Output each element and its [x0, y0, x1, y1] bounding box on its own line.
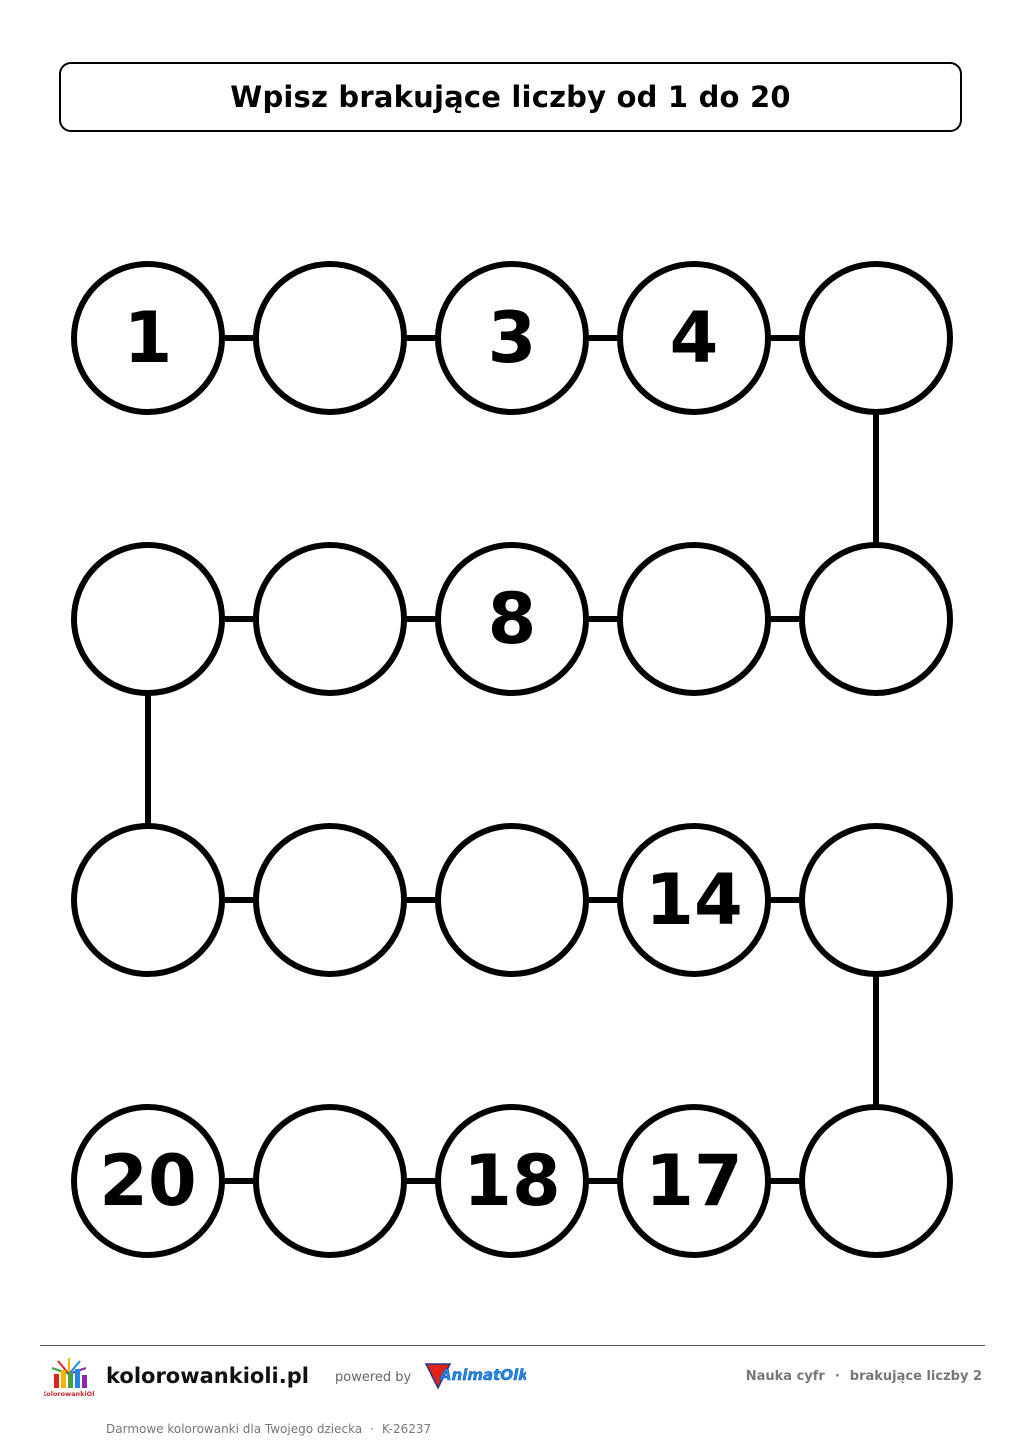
footer-separator: · [834, 1369, 840, 1384]
empty-circle[interactable] [799, 261, 953, 415]
connectors [145, 335, 879, 1184]
number-circle[interactable] [799, 261, 953, 415]
empty-circle[interactable] [799, 542, 953, 696]
nodes: 1 3 4 8 14 20 18 17 [71, 261, 953, 1258]
number-circle[interactable] [253, 261, 407, 415]
number-circle[interactable] [435, 823, 589, 977]
number-circle: 14 [617, 823, 771, 977]
number-path-board: 1 3 4 8 14 20 18 17 [71, 261, 953, 1258]
brand-logo-text: AnimatOlka [439, 1366, 526, 1384]
empty-circle[interactable] [253, 542, 407, 696]
kolorowankioli-logo[interactable]: KolorowankiOli [44, 1356, 94, 1400]
empty-circle[interactable] [71, 823, 225, 977]
empty-circle[interactable] [617, 542, 771, 696]
footer-code: K-26237 [382, 1422, 432, 1436]
footer-category[interactable]: Nauka cyfr [745, 1369, 825, 1384]
number-circle: 1 [71, 261, 225, 415]
title-box: Wpisz brakujące liczby od 1 do 20 [59, 62, 962, 132]
filled-circle [435, 1104, 589, 1258]
animatolka-logo[interactable]: AnimatOlka [424, 1358, 526, 1392]
shield-icon [424, 1363, 452, 1390]
number-circle: 4 [617, 261, 771, 415]
number-label: 18 [463, 1140, 560, 1222]
number-label: 1 [124, 297, 173, 379]
footer: KolorowankiOli kolorowankioli.pl powered… [0, 1346, 1024, 1448]
footer-tagline-row: Darmowe kolorowanki dla Twojego dziecka … [106, 1422, 431, 1436]
number-label: 4 [670, 297, 719, 379]
empty-circle[interactable] [799, 1104, 953, 1258]
footer-breadcrumb: Nauka cyfr · brakujące liczby 2 [746, 1369, 982, 1384]
number-label: 8 [488, 578, 537, 660]
filled-circle [71, 261, 225, 415]
number-circle: 17 [617, 1104, 771, 1258]
footer-tagline: Darmowe kolorowanki dla Twojego dziecka [106, 1422, 363, 1436]
number-label: 20 [99, 1140, 196, 1222]
filled-circle [435, 261, 589, 415]
empty-circle[interactable] [435, 823, 589, 977]
filled-circle [617, 1104, 771, 1258]
number-label: 17 [645, 1140, 742, 1222]
logo-text: KolorowankiOli [44, 1390, 94, 1398]
number-label: 3 [488, 297, 537, 379]
number-label: 14 [645, 859, 742, 941]
logo-sunburst-icon [51, 1358, 87, 1375]
footer-page-name[interactable]: brakujące liczby 2 [849, 1369, 982, 1384]
number-circle[interactable] [253, 1104, 407, 1258]
empty-circle[interactable] [253, 261, 407, 415]
number-circle[interactable] [253, 542, 407, 696]
footer-divider [40, 1345, 985, 1346]
number-circle[interactable] [71, 542, 225, 696]
number-circle: 8 [435, 542, 589, 696]
number-circle: 18 [435, 1104, 589, 1258]
empty-circle[interactable] [253, 823, 407, 977]
number-circle[interactable] [617, 542, 771, 696]
number-circle[interactable] [799, 1104, 953, 1258]
site-name-link[interactable]: kolorowankioli.pl [106, 1364, 309, 1388]
page-title: Wpisz brakujące liczby od 1 do 20 [230, 80, 791, 114]
empty-circle[interactable] [71, 542, 225, 696]
filled-circle [435, 542, 589, 696]
number-circle[interactable] [253, 823, 407, 977]
number-circle: 3 [435, 261, 589, 415]
empty-circle[interactable] [799, 823, 953, 977]
filled-circle [71, 1104, 225, 1258]
empty-circle[interactable] [253, 1104, 407, 1258]
number-circle[interactable] [799, 542, 953, 696]
footer-separator-small: · [370, 1422, 375, 1436]
filled-circle [617, 823, 771, 977]
filled-circle [617, 261, 771, 415]
number-circle: 20 [71, 1104, 225, 1258]
powered-by-label: powered by [335, 1370, 412, 1385]
number-circle[interactable] [71, 823, 225, 977]
number-circle[interactable] [799, 823, 953, 977]
